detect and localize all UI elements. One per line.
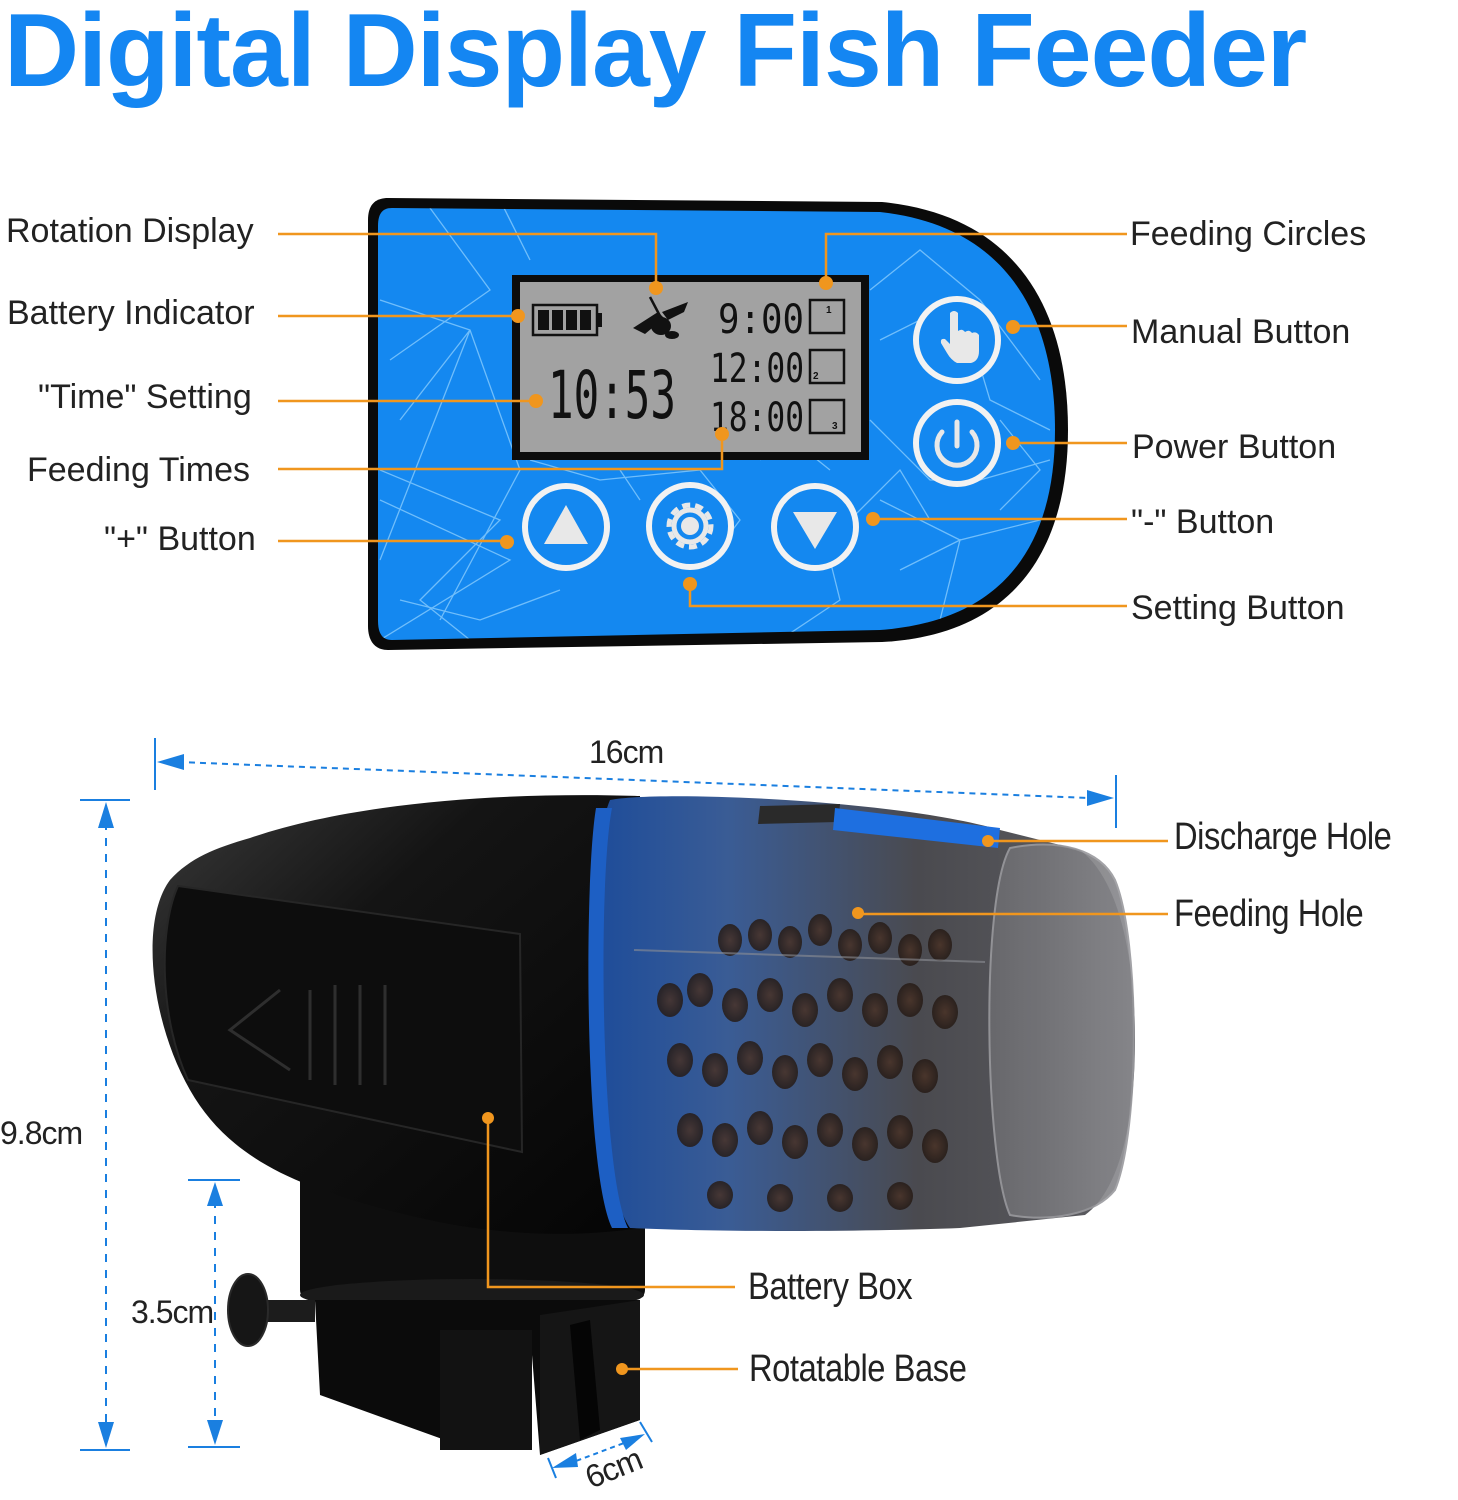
triangle-down-icon	[793, 512, 837, 549]
control-panel-diagram: 10:53 9:00 12:00 18:00 1 2 3	[278, 198, 1127, 650]
dimension-length: 16cm	[589, 734, 664, 770]
rotation-icon	[633, 296, 688, 339]
label-battery-indicator: Battery Indicator	[7, 294, 255, 332]
label-battery-box: Battery Box	[748, 1266, 913, 1308]
plus-button[interactable]	[522, 483, 610, 571]
triangle-up-icon	[544, 505, 588, 544]
fish-food-pellets	[657, 914, 958, 1212]
label-plus-button: "+" Button	[104, 520, 256, 558]
dimension-base-width: 6cm	[580, 1440, 647, 1496]
label-feeding-times: Feeding Times	[27, 451, 250, 489]
label-rotation-display: Rotation Display	[6, 212, 254, 250]
svg-text:2: 2	[813, 371, 819, 382]
power-icon	[934, 429, 980, 468]
battery-box-arrow-icon	[227, 985, 387, 1085]
svg-text:3: 3	[832, 421, 838, 432]
discharge-slider	[758, 804, 1000, 848]
label-setting-button: Setting Button	[1131, 589, 1345, 627]
product-leader-dots	[482, 835, 994, 1375]
svg-text:1: 1	[826, 305, 832, 316]
dimension-height: 9.8cm	[0, 1115, 83, 1151]
leader-dots	[500, 276, 1020, 591]
feeding-slot-boxes	[808, 298, 846, 435]
battery-box-cover	[163, 884, 524, 1154]
label-feeding-hole: Feeding Hole	[1174, 893, 1364, 935]
gear-icon	[666, 502, 714, 550]
hopper-end-cap	[988, 843, 1135, 1219]
lcd-current-time: 10:53	[548, 357, 676, 434]
page-title: Digital Display Fish Feeder	[4, 0, 1307, 109]
label-manual-button: Manual Button	[1131, 313, 1351, 351]
svg-text:9:00: 9:00	[718, 297, 804, 343]
battery-icon	[531, 303, 602, 337]
power-button[interactable]	[913, 399, 1001, 487]
label-minus-button: "-" Button	[1131, 503, 1275, 541]
dimension-base-height: 3.5cm	[131, 1294, 214, 1330]
feeder-body	[152, 795, 640, 1234]
minus-button[interactable]	[771, 483, 859, 571]
svg-text:12:00: 12:00	[710, 346, 804, 392]
label-time-setting: "Time" Setting	[38, 378, 252, 416]
label-discharge-hole: Discharge Hole	[1174, 816, 1392, 858]
rotatable-base	[227, 1140, 645, 1455]
hand-pointer-icon	[940, 311, 979, 363]
setting-button[interactable]	[646, 482, 734, 570]
food-hopper	[592, 796, 1135, 1231]
label-rotatable-base: Rotatable Base	[749, 1348, 967, 1390]
manual-button[interactable]	[913, 296, 1001, 384]
label-power-button: Power Button	[1132, 428, 1337, 466]
label-feeding-circles: Feeding Circles	[1130, 215, 1367, 253]
